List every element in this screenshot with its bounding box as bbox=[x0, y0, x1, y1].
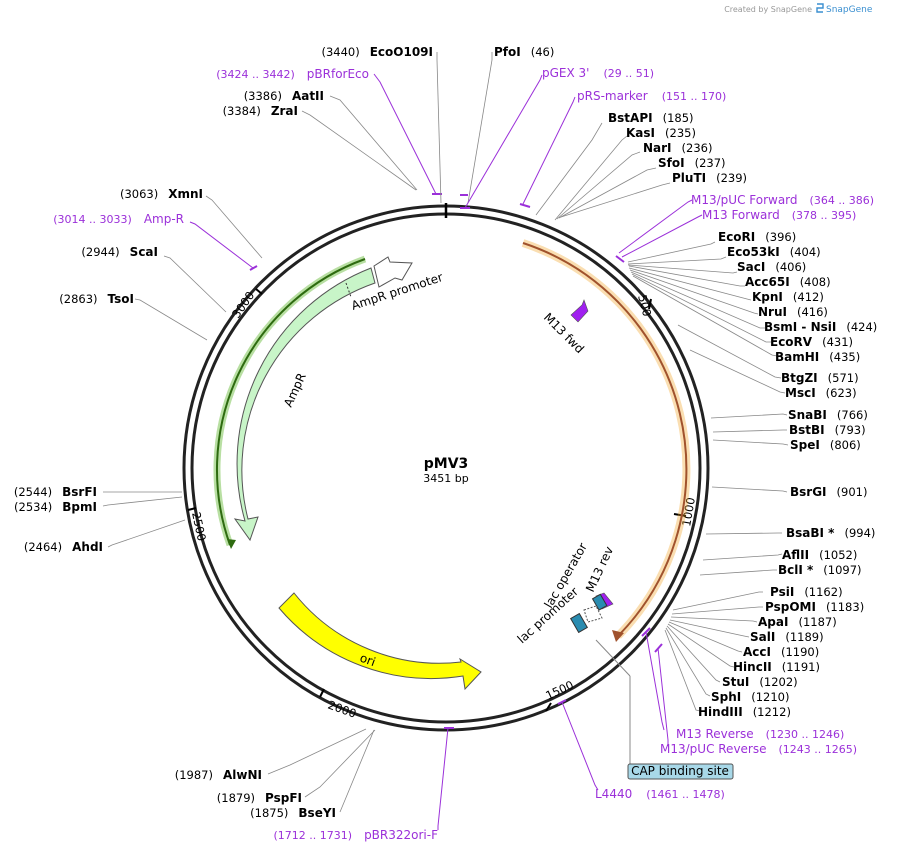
site-spei: SpeI(806) bbox=[790, 438, 861, 452]
site-msci: MscI(623) bbox=[785, 386, 857, 400]
site-btgzi: BtgZI(571) bbox=[781, 371, 859, 385]
ampr-label: AmpR bbox=[281, 371, 309, 409]
site-zrai: (3384)ZraI bbox=[223, 104, 298, 118]
primer-l4440: L4440(1461 .. 1478) bbox=[595, 787, 725, 801]
primer-m13-forward: M13 Forward(378 .. 395) bbox=[702, 208, 856, 222]
site-apai: ApaI(1187) bbox=[758, 615, 837, 629]
plasmid-size: 3451 bp bbox=[423, 472, 468, 485]
site-hindiii: HindIII(1212) bbox=[698, 705, 791, 719]
lac-promoter-arrow bbox=[583, 605, 603, 623]
site-acci: AccI(1190) bbox=[743, 645, 819, 659]
cap-label-box bbox=[627, 763, 734, 780]
tick-marks bbox=[187, 288, 687, 712]
orange-feature-arrow bbox=[612, 630, 624, 642]
primer-pbrforeco: (3424 .. 3442)pBRforEco bbox=[216, 67, 369, 81]
site-hincii: HincII(1191) bbox=[733, 660, 820, 674]
site-snabi: SnaBI(766) bbox=[788, 408, 868, 422]
site-acc65i: Acc65I(408) bbox=[745, 275, 831, 289]
site-saci: SacI(406) bbox=[737, 260, 806, 274]
lac-operator-box bbox=[591, 593, 608, 611]
site-bstbi: BstBI(793) bbox=[789, 423, 866, 437]
site-ecorv: EcoRV(431) bbox=[770, 335, 853, 349]
site-bpmi: (2534)BpmI bbox=[14, 500, 97, 514]
tick-label-2500: 2500 bbox=[189, 511, 209, 543]
snapgene-logo-icon bbox=[816, 3, 824, 13]
site-bsabi: BsaBI *(994) bbox=[786, 526, 875, 540]
site-bseyi: (1875)BseYI bbox=[250, 806, 336, 820]
leader-lines-left bbox=[102, 52, 442, 813]
site-psii: PsiI(1162) bbox=[770, 585, 843, 599]
primer-pgex3: pGEX 3'(29 .. 51) bbox=[542, 66, 654, 80]
leader-lines-primers bbox=[189, 73, 703, 830]
site-sphi: SphI(1210) bbox=[711, 690, 790, 704]
site-pspomi: PspOMI(1183) bbox=[765, 600, 864, 614]
site-bstapi: BstAPI(185) bbox=[608, 111, 694, 125]
ampr-highlight-arrow bbox=[227, 539, 236, 549]
site-sali: SalI(1189) bbox=[750, 630, 824, 644]
ori-label: ori bbox=[358, 651, 377, 669]
leader-lines-right bbox=[467, 52, 789, 712]
snapgene-logo-text: SnapGene bbox=[826, 5, 873, 15]
site-aatii: (3386)AatII bbox=[244, 89, 324, 103]
site-pfoi: PfoI(46) bbox=[494, 45, 554, 59]
primer-amp-r: (3014 .. 3033)Amp-R bbox=[53, 212, 184, 226]
m13-rev-label: M13 rev bbox=[583, 544, 616, 594]
site-stui: StuI(1202) bbox=[722, 675, 798, 689]
site-alwni: (1987)AlwNI bbox=[175, 768, 262, 782]
site-bsrgi: BsrGI(901) bbox=[790, 485, 867, 499]
site-ecori: EcoRI(396) bbox=[718, 230, 796, 244]
ampr-promoter-feature bbox=[373, 256, 413, 288]
site-bcli: BclI *(1097) bbox=[778, 563, 862, 577]
site-bamhi: BamHI(435) bbox=[775, 350, 860, 364]
ampr-feature-divider bbox=[345, 282, 352, 298]
primer-m13-puc-forward: M13/pUC Forward(364 .. 386) bbox=[691, 193, 874, 207]
site-ahdi: (2464)AhdI bbox=[24, 540, 103, 554]
site-tsoi: (2863)TsoI bbox=[59, 292, 134, 306]
site-nari: NarI(236) bbox=[643, 141, 712, 155]
site-sfoi: SfoI(237) bbox=[658, 156, 726, 170]
site-bsmi-nsii: BsmI - NsiI(424) bbox=[764, 320, 877, 334]
site-ecoo109i: (3440)EcoO109I bbox=[321, 45, 433, 59]
site-scai: (2944)ScaI bbox=[81, 245, 158, 259]
primer-m13-reverse: M13 Reverse(1230 .. 1246) bbox=[676, 727, 844, 741]
site-pspfi: (1879)PspFI bbox=[217, 791, 302, 805]
site-bsrfi: (2544)BsrFI bbox=[14, 485, 97, 499]
ampr-highlight-arc bbox=[216, 258, 366, 546]
ori-feature bbox=[278, 592, 482, 691]
site-pluti: PluTI(239) bbox=[672, 171, 747, 185]
orange-feature-glow bbox=[521, 239, 691, 639]
site-nrui: NruI(416) bbox=[758, 305, 828, 319]
site-kasi: KasI(235) bbox=[626, 126, 696, 140]
site-kpni: KpnI(412) bbox=[752, 290, 824, 304]
site-xmni: (3063)XmnI bbox=[120, 187, 203, 201]
site-eco53ki: Eco53kI(404) bbox=[727, 245, 821, 259]
orange-feature-arc bbox=[522, 242, 688, 637]
tick-label-500: 500 bbox=[635, 293, 654, 318]
m13-fwd-arrow bbox=[570, 299, 589, 323]
cap-leader bbox=[595, 639, 631, 677]
cap-label: CAP binding site bbox=[631, 764, 729, 778]
tick-label-2000: 2000 bbox=[326, 698, 358, 721]
cap-site-box bbox=[569, 612, 589, 634]
plasmid-name: pMV3 bbox=[424, 456, 469, 472]
primer-pbr322ori-f: (1712 .. 1731)pBR322ori-F bbox=[274, 828, 439, 842]
ampr-feature bbox=[233, 267, 376, 542]
watermark-text: Created by SnapGene bbox=[724, 5, 812, 14]
site-aflii: AflII(1052) bbox=[782, 548, 857, 562]
primer-prs-marker: pRS-marker(151 .. 170) bbox=[577, 89, 726, 103]
primer-m13-puc-reverse: M13/pUC Reverse(1243 .. 1265) bbox=[660, 742, 857, 756]
